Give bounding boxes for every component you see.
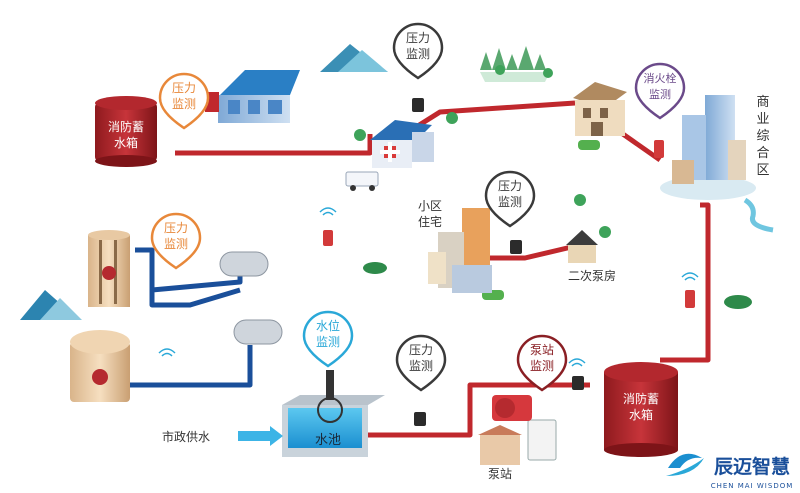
pin-pressure-bottom: 压力 监测 bbox=[395, 334, 447, 392]
svg-text:监测: 监测 bbox=[649, 88, 671, 101]
arrow-icon bbox=[238, 426, 283, 446]
residential-label-line2: 住宅 bbox=[418, 214, 442, 229]
mountain-icon bbox=[20, 290, 82, 320]
pin-pressure-residential: 压力 监测 bbox=[484, 170, 536, 228]
hydrant-icon bbox=[323, 140, 695, 308]
svg-text:监测: 监测 bbox=[409, 359, 433, 373]
commercial-area-char: 商 bbox=[756, 95, 769, 110]
pin-hydrant: 消火栓 监测 bbox=[634, 62, 686, 120]
svg-text:压力: 压力 bbox=[172, 81, 196, 95]
wifi-icon bbox=[158, 207, 699, 367]
pool-label: 水池 bbox=[315, 433, 341, 448]
commercial-buildings bbox=[660, 95, 774, 233]
tank-label-line1: 消防蓄 bbox=[623, 391, 659, 406]
company-logo: 辰迈智慧 CHEN MAI WISDOM bbox=[666, 453, 794, 490]
logo-name-cn: 辰迈智慧 bbox=[714, 455, 790, 478]
svg-text:监测: 监测 bbox=[498, 195, 522, 209]
pump-house-top-building bbox=[205, 70, 300, 123]
commercial-area-char: 区 bbox=[756, 163, 769, 178]
residential-label-line1: 小区 bbox=[418, 199, 442, 213]
svg-text:监测: 监测 bbox=[164, 237, 188, 251]
pump-station-label: 泵站 bbox=[488, 467, 512, 481]
municipal-supply-label: 市政供水 bbox=[162, 429, 210, 444]
commercial-area-char: 综 bbox=[756, 129, 769, 144]
tank-label-line2: 水箱 bbox=[629, 407, 653, 422]
tree-icon bbox=[354, 65, 611, 238]
commercial-area-char: 合 bbox=[756, 146, 769, 161]
ambulance bbox=[345, 171, 379, 191]
tank-label-line2: 水箱 bbox=[114, 135, 138, 150]
water-pool: 水池 bbox=[282, 370, 385, 457]
svg-text:压力: 压力 bbox=[164, 221, 188, 235]
hospital-building bbox=[370, 120, 434, 168]
svg-text:压力: 压力 bbox=[498, 179, 522, 193]
storage-tank-round bbox=[70, 330, 130, 402]
secondary-pump-room-building bbox=[566, 230, 598, 263]
svg-text:水位: 水位 bbox=[316, 318, 340, 333]
svg-text:压力: 压力 bbox=[409, 343, 433, 357]
storage-tank-tall bbox=[88, 230, 130, 307]
svg-text:泵站: 泵站 bbox=[530, 343, 554, 357]
fire-tank-bottom: 消防蓄 水箱 bbox=[604, 362, 678, 457]
svg-text:监测: 监测 bbox=[172, 97, 196, 111]
secondary-pump-room-label: 二次泵房 bbox=[568, 268, 616, 283]
tank-label-line1: 消防蓄 bbox=[108, 119, 144, 134]
house-building bbox=[573, 82, 627, 136]
pin-pressure-top-center: 压力 监测 bbox=[392, 22, 444, 80]
residential-buildings bbox=[428, 208, 492, 293]
svg-text:监测: 监测 bbox=[530, 359, 554, 373]
svg-text:消火栓: 消火栓 bbox=[644, 71, 677, 85]
pressure-vessel-lower bbox=[233, 319, 283, 345]
svg-text:压力: 压力 bbox=[406, 31, 430, 45]
fire-tank-top: 消防蓄 水箱 bbox=[95, 96, 157, 167]
commercial-area-char: 业 bbox=[756, 112, 769, 127]
svg-text:监测: 监测 bbox=[406, 47, 430, 61]
forest-icon bbox=[480, 46, 550, 82]
pin-pressure-mid-left: 压力 监测 bbox=[150, 212, 202, 270]
mountain-icon bbox=[320, 44, 388, 72]
pin-water-level: 水位 监测 bbox=[302, 310, 354, 368]
pump-station-building bbox=[478, 395, 557, 465]
pin-pump-station: 泵站 监测 bbox=[516, 334, 568, 392]
sensor-device bbox=[412, 98, 584, 426]
pin-pressure-top-left: 压力 监测 bbox=[158, 72, 210, 130]
logo-name-en: CHEN MAI WISDOM bbox=[711, 482, 794, 490]
svg-text:监测: 监测 bbox=[316, 335, 340, 349]
pressure-vessel-upper bbox=[219, 251, 269, 277]
bush-icon bbox=[363, 262, 752, 309]
